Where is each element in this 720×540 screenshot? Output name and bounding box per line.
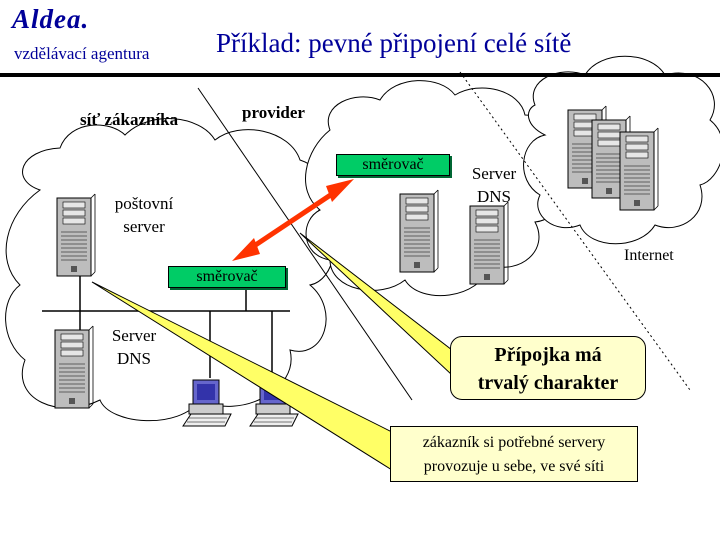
callout-permanent-line2: trvalý charakter: [477, 372, 619, 394]
provider-dns-label-line2: DNS: [476, 187, 511, 206]
mail-server-label-line1: poštovní: [114, 194, 174, 213]
double-arrow-icon: [232, 179, 354, 261]
callout-permanent-line1: Přípojka má: [494, 344, 602, 366]
provider-dns-label-line1: Server: [471, 164, 517, 183]
logo: Aldea.: [12, 4, 90, 34]
callout-customer-servers: zákazník si potřebné servery provozuje u…: [390, 426, 638, 482]
callout-permanent-connection: Přípojka má trvalý charakter: [450, 336, 646, 400]
mail-server-icon: [56, 193, 96, 277]
customer-dns-label-line1: Server: [111, 326, 157, 345]
customer-router: směrovač: [168, 266, 286, 288]
provider-label: provider: [242, 103, 305, 122]
customer-dns-server-icon: [54, 325, 94, 409]
customer-dns-label-line2: DNS: [116, 349, 151, 368]
customer-network-label: síť zákazníka: [80, 110, 179, 129]
provider-dns-server-icon: [469, 201, 509, 285]
provider-router: směrovač: [336, 154, 450, 176]
callout-servers-line1: zákazník si potřebné servery: [422, 434, 606, 451]
internet-label: Internet: [624, 247, 674, 264]
agency-name: vzdělávací agentura: [14, 44, 150, 63]
mail-server-label-line2: server: [123, 217, 165, 236]
page-title: Příklad: pevné připojení celé sítě: [216, 28, 572, 58]
internet-server-3-icon: [619, 127, 659, 211]
callout-servers-line2: provozuje u sebe, ve své síti: [423, 458, 605, 475]
provider-server-icon: [399, 189, 439, 273]
